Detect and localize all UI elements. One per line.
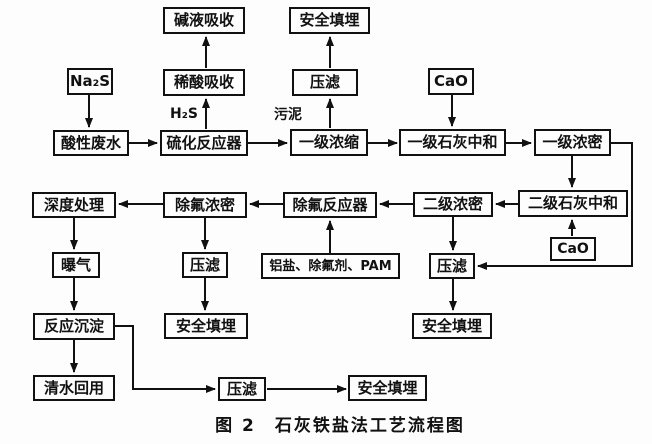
sludge-label: 污泥 xyxy=(274,107,302,123)
node-alkali-absorption: 碱液吸收 xyxy=(163,7,245,34)
node-filter-press-bottom: 压滤 xyxy=(218,377,266,401)
node-advanced-treatment: 深度处理 xyxy=(32,192,116,218)
node-dilute-acid-absorption: 稀酸吸收 xyxy=(163,69,245,96)
node-cao-top: CaO xyxy=(428,68,474,95)
node-fluoride-thickening: 除氟浓密 xyxy=(163,192,247,218)
node-filter-press-mid: 压滤 xyxy=(182,252,228,278)
node-primary-lime-neutralization: 一级石灰中和 xyxy=(399,129,506,156)
node-reagents: 铝盐、除氟剂、PAM xyxy=(261,253,400,279)
node-secondary-lime-neutralization: 二级石灰中和 xyxy=(518,190,628,217)
node-cao-bottom: CaO xyxy=(550,237,596,261)
figure-caption: 图 2 石灰铁盐法工艺流程图 xyxy=(215,416,465,436)
node-aeration: 曝气 xyxy=(52,252,100,278)
node-acidic-wastewater: 酸性废水 xyxy=(53,130,129,156)
node-safe-landfill-right: 安全填埋 xyxy=(412,313,492,339)
node-fluoride-reactor: 除氟反应器 xyxy=(283,192,377,218)
h2s-label: H₂S xyxy=(170,106,198,122)
node-filter-press-right: 压滤 xyxy=(429,253,475,279)
node-safe-landfill-top: 安全填埋 xyxy=(289,7,370,34)
node-primary-thickening: 一级浓密 xyxy=(534,129,611,156)
node-safe-landfill-bottom: 安全填埋 xyxy=(348,375,427,401)
node-reaction-sedimentation: 反应沉淀 xyxy=(33,313,115,340)
node-safe-landfill-mid: 安全填埋 xyxy=(164,313,248,339)
node-filter-press-top: 压滤 xyxy=(292,69,358,96)
node-clean-water-reuse: 清水回用 xyxy=(33,375,115,401)
node-sulfide-reactor: 硫化反应器 xyxy=(160,130,248,156)
node-primary-concentration: 一级浓缩 xyxy=(290,129,368,156)
node-secondary-thickening: 二级浓密 xyxy=(413,192,493,217)
node-na2s: Na₂S xyxy=(67,68,113,95)
